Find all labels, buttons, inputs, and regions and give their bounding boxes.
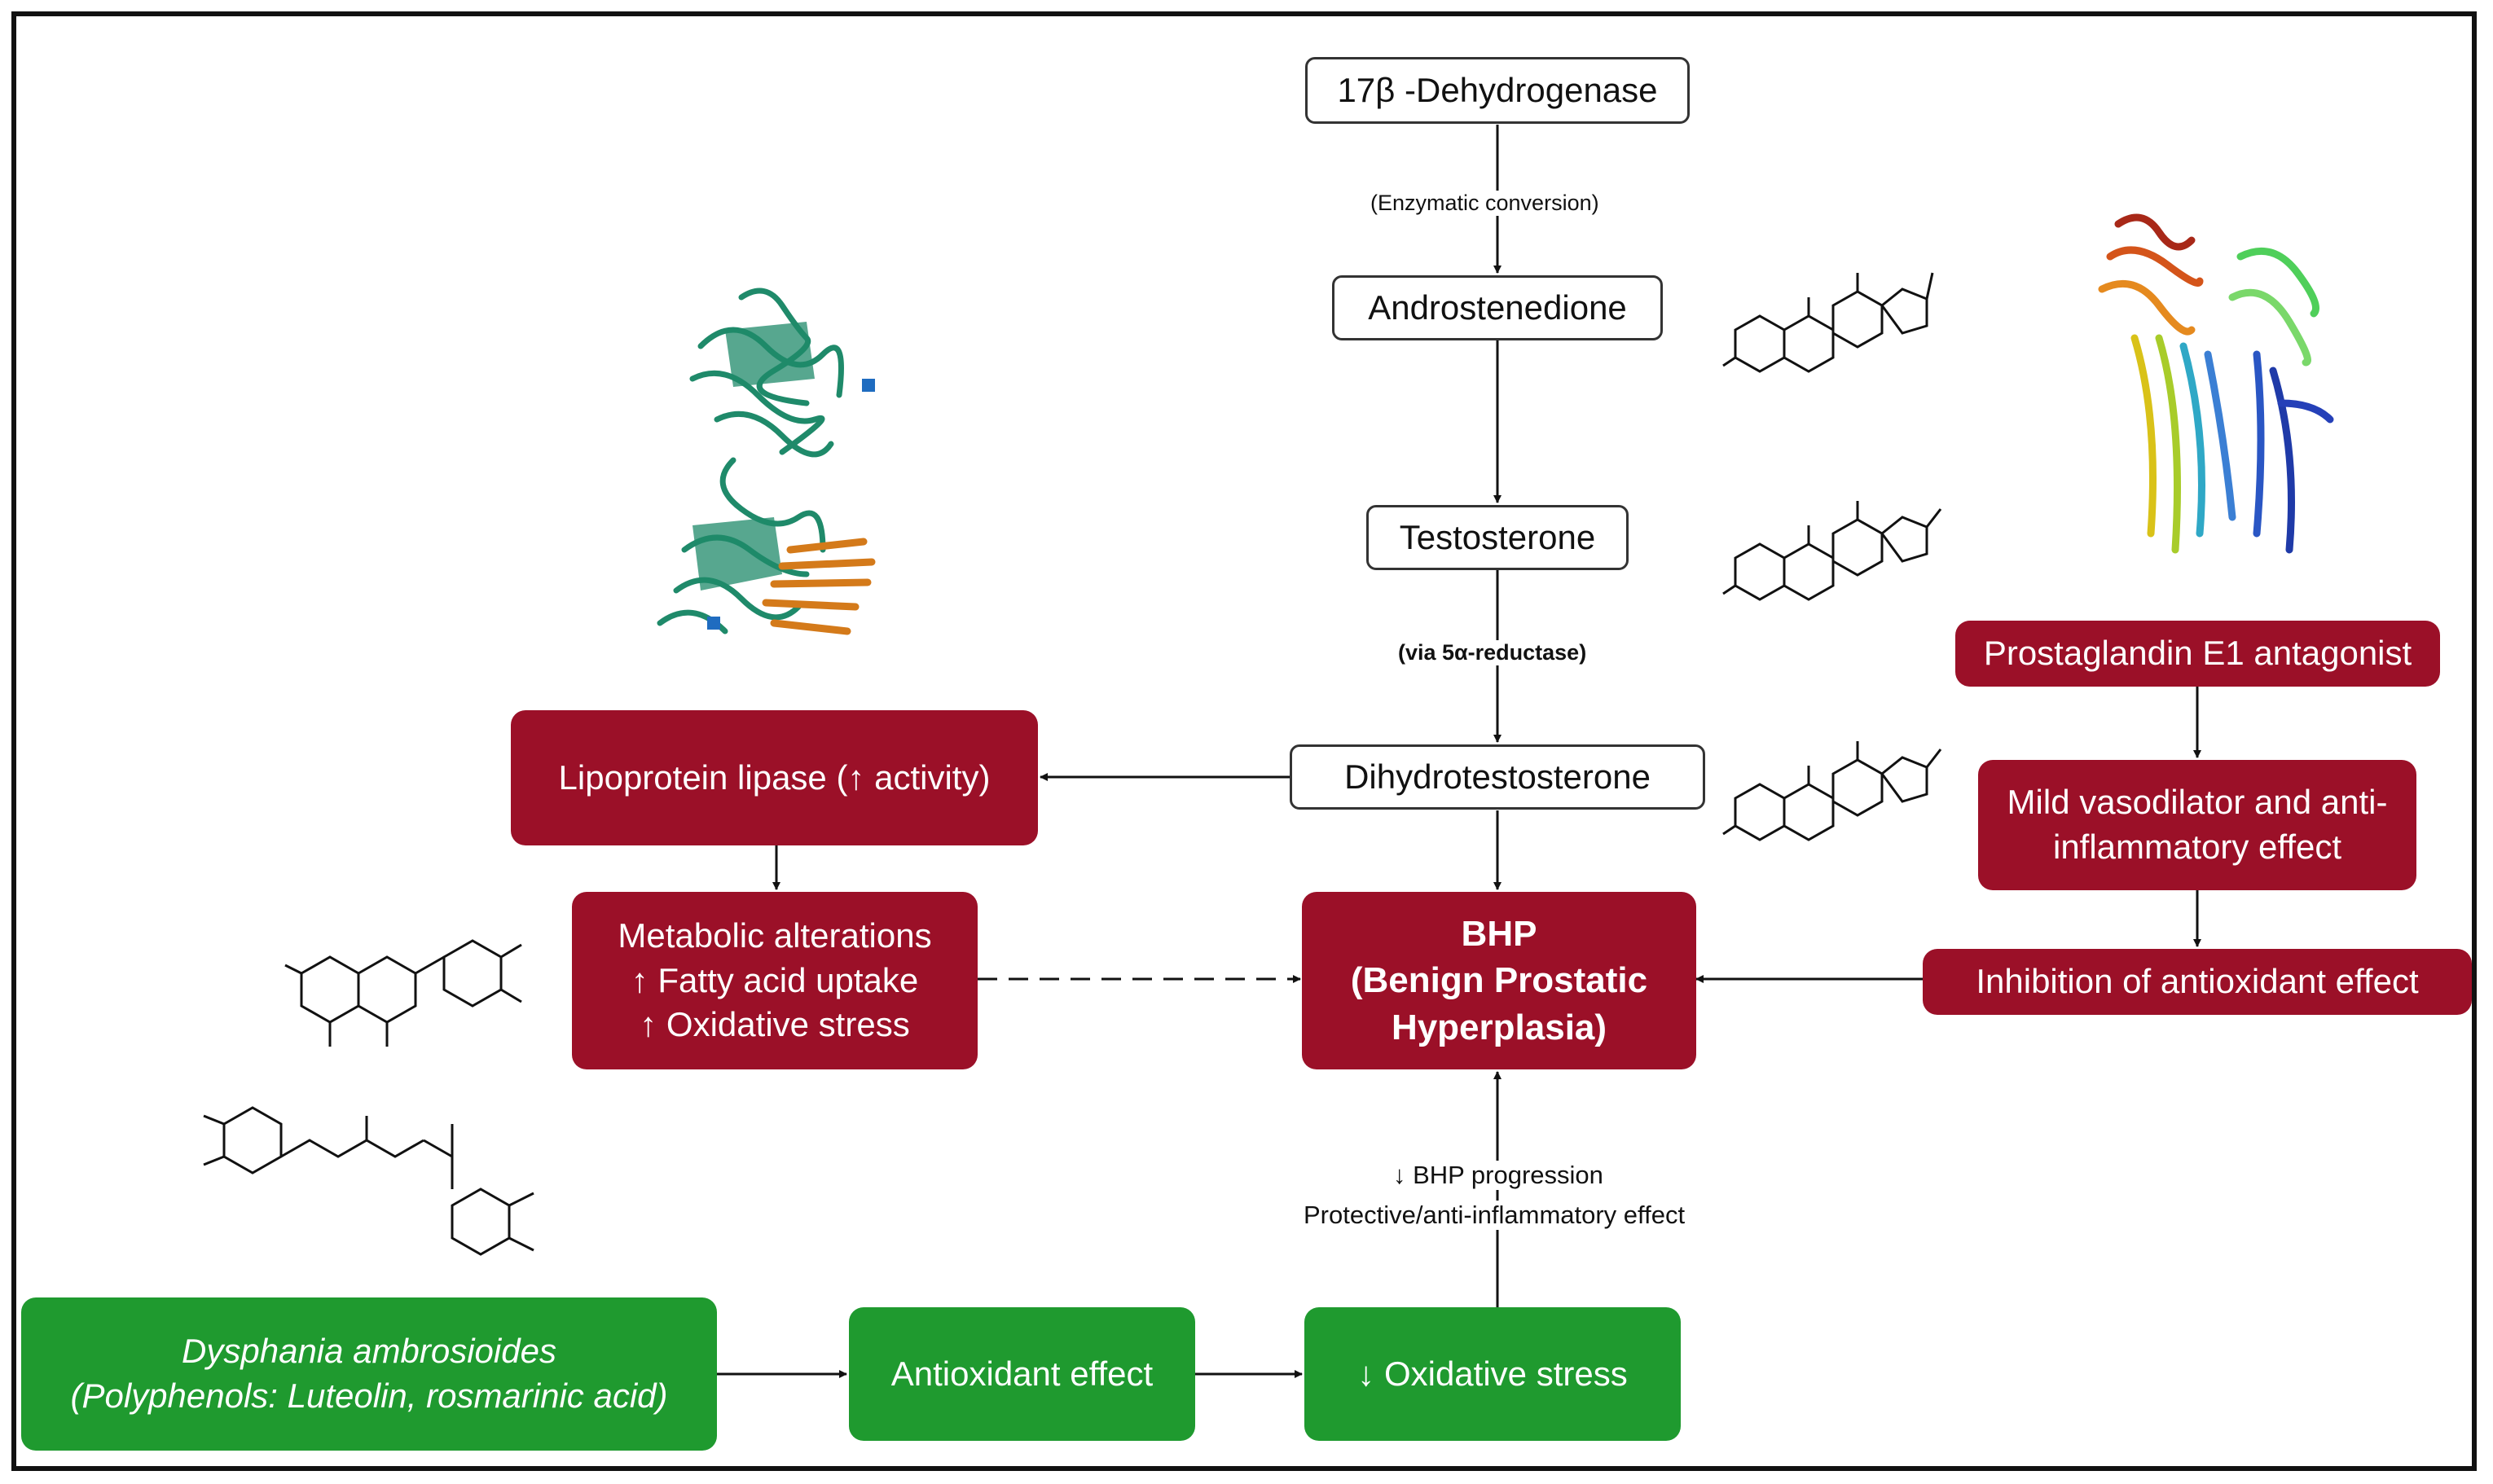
edge-label-progression: ↓ BHP progression [1390,1161,1607,1190]
flavone-structure-icon [284,939,522,1047]
node-label-line: BHP [1461,914,1537,955]
node-label-line: ↑ Oxidative stress [640,1005,910,1044]
node-label-line: Hyperplasia) [1391,1007,1607,1047]
steroid-skeleton-icon [1722,272,1934,373]
node-oxidative-stress: ↓ Oxidative stress [1304,1307,1681,1441]
node-label: Dihydrotestosterone [1344,757,1651,796]
node-antioxidant-effect: Antioxidant effect [849,1307,1195,1441]
node-dihydrotestosterone: Dihydrotestosterone [1290,744,1705,810]
diagram-frame [11,11,2477,1471]
node-label: Inhibition of antioxidant effect [1976,962,2419,1001]
node-label-line: (Benign Prostatic [1350,960,1648,1001]
node-label-line: ↑ Fatty acid uptake [631,960,919,999]
rosmarinic-acid-structure-icon [203,1106,534,1256]
node-label: Testosterone [1399,517,1596,556]
node-label: Antioxidant effect [890,1354,1154,1393]
node-label: Lipoprotein lipase (↑ activity) [558,757,991,797]
multicolor-protein-structure-icon [2098,213,2334,554]
node-label-line: (Polyphenols: Luteolin, rosmarinic acid) [70,1376,668,1415]
node-label-line: Dysphania ambrosioides [182,1332,556,1371]
node-metabolic-alterations: Metabolic alterations ↑ Fatty acid uptak… [572,892,978,1069]
node-dysphania-ambrosioides: Dysphania ambrosioides (Polyphenols: Lut… [21,1297,717,1451]
node-label-line: Metabolic alterations [618,916,932,955]
node-label-line: Mild vasodilator and anti- [2007,783,2388,822]
node-label: Androstenedione [1368,288,1627,327]
steroid-skeleton-icon [1722,501,1942,601]
node-mild-vasodilator: Mild vasodilator and anti- inflammatory … [1978,760,2416,890]
node-androstenedione: Androstenedione [1332,275,1663,340]
node-testosterone: Testosterone [1366,505,1629,570]
node-17b-dehydrogenase: 17β -Dehydrogenase [1305,57,1690,124]
edge-label-protective: Protective/anti-inflammatory effect [1300,1201,1689,1230]
steroid-skeleton-icon [1722,741,1942,841]
node-label: 17β -Dehydrogenase [1337,70,1658,109]
node-label: ↓ Oxidative stress [1357,1354,1628,1393]
node-lipoprotein-lipase: Lipoprotein lipase (↑ activity) [511,710,1038,845]
node-prostaglandin-e1-antagonist: Prostaglandin E1 antagonist [1955,621,2440,687]
edge-label-via-reductase: (via 5α-reductase) [1395,640,1590,665]
node-inhibition-antioxidant: Inhibition of antioxidant effect [1923,949,2472,1015]
node-label: Prostaglandin E1 antagonist [1983,634,2412,673]
edge-label-enzymatic: (Enzymatic conversion) [1367,191,1603,216]
node-bhp: BHP (Benign Prostatic Hyperplasia) [1302,892,1696,1069]
protein-ribbon-structure-icon [657,288,876,635]
node-label-line: inflammatory effect [2052,828,2342,866]
